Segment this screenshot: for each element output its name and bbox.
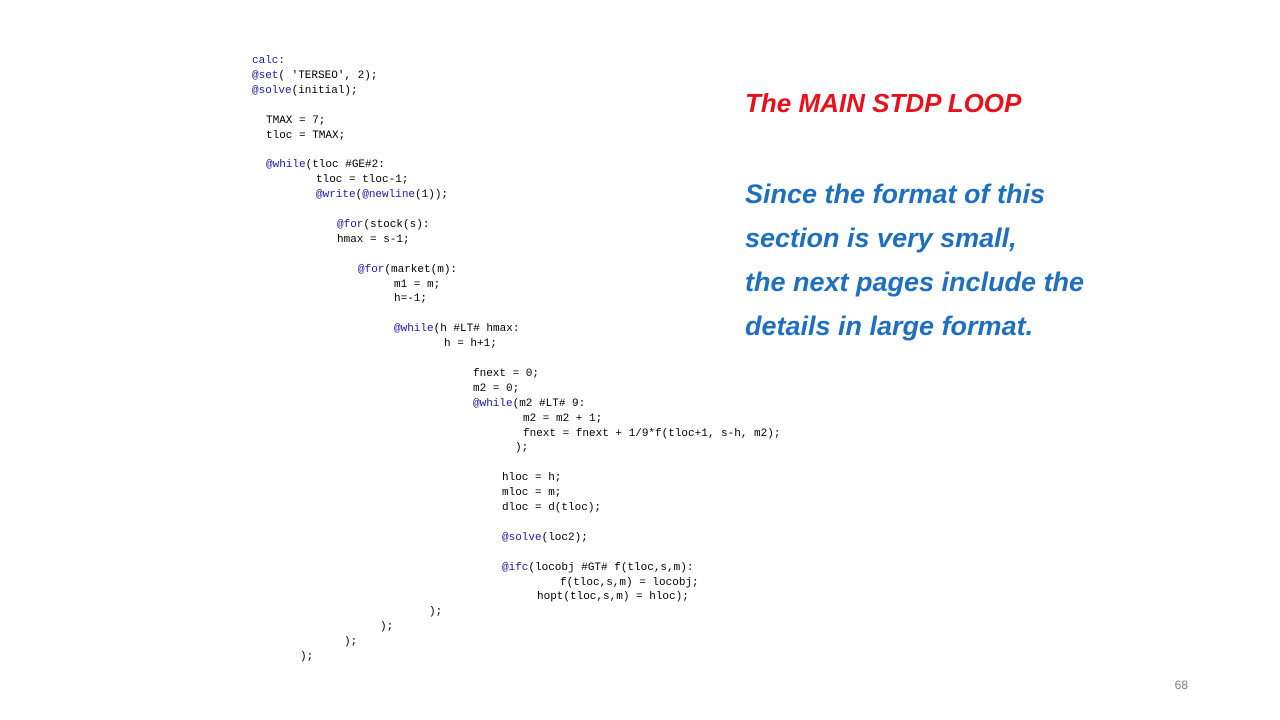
code-text: (stock(s): (363, 218, 430, 231)
explanation-line: the next pages include the (745, 267, 1085, 297)
code-text: hmax = s-1; (337, 233, 410, 246)
code-text: (initial); (291, 84, 358, 97)
code-line: ); (380, 621, 393, 633)
code-text: TMAX = 7; (266, 114, 326, 127)
section-title: The MAIN STDP LOOP (745, 88, 1022, 118)
code-line: hloc = h; (502, 472, 561, 484)
code-text: ( 'TERSEO', 2); (278, 69, 378, 82)
code-text: (h #LT# hmax: (433, 323, 520, 336)
code-text: tloc = tloc-1; (316, 174, 409, 187)
code-text: (tloc #GE#2: (305, 159, 385, 172)
explanation-line: details in large format. (745, 311, 1034, 341)
code-text: h = h+1; (444, 338, 497, 351)
code-text: (locobj #GT# f(tloc,s,m): (528, 561, 694, 574)
code-text: (1)); (415, 189, 449, 202)
code-text: f(tloc,s,m) = locobj; (560, 576, 699, 589)
code-line: @ifc(locobj #GT# f(tloc,s,m): (502, 562, 693, 574)
code-line: @while(m2 #LT# 9: (473, 398, 585, 410)
explanation-line: Since the format of this (745, 179, 1046, 209)
code-line: tloc = TMAX; (266, 130, 345, 142)
code-text: mloc = m; (502, 487, 562, 500)
explanation-panel: The MAIN STDP LOOP Since the format of t… (745, 83, 1265, 348)
code-text: m2 = 0; (473, 382, 520, 395)
code-keyword: calc: (252, 55, 286, 67)
code-keyword: @for (358, 263, 385, 276)
code-text: ); (300, 651, 314, 663)
code-text: hopt(tloc,s,m) = hloc); (537, 591, 689, 604)
code-line: fnext = fnext + 1/9*f(tloc+1, s-h, m2); (523, 428, 780, 440)
code-line: m2 = m2 + 1; (523, 413, 602, 425)
code-text: fnext = fnext + 1/9*f(tloc+1, s-h, m2); (523, 427, 781, 440)
code-text: hloc = h; (502, 472, 562, 485)
code-line: m2 = 0; (473, 383, 519, 395)
code-text: m2 = m2 + 1; (523, 412, 603, 425)
code-line: @while(h #LT# hmax: (394, 323, 519, 335)
code-text: tloc = TMAX; (266, 129, 346, 142)
code-text: ); (429, 606, 443, 619)
code-keyword: @for (337, 218, 364, 231)
code-keyword: @ifc (502, 561, 529, 574)
code-keyword: @newline (362, 189, 416, 202)
code-text: dloc = d(tloc); (502, 502, 602, 514)
code-text: ); (515, 442, 529, 455)
code-text: fnext = 0; (473, 367, 540, 380)
code-line: ); (515, 442, 528, 454)
code-line: m1 = m; (394, 279, 440, 291)
code-keyword: @set (252, 69, 279, 82)
code-keyword: @solve (502, 531, 542, 544)
code-line: tloc = tloc-1; (316, 174, 408, 186)
code-line: fnext = 0; (473, 368, 539, 380)
code-line: @write(@newline(1)); (316, 189, 448, 201)
explanation-text: Since the format of this section is very… (745, 172, 1265, 348)
code-text: ); (380, 621, 394, 634)
code-text: (market(m): (384, 263, 458, 276)
code-keyword: @while (266, 159, 306, 172)
code-line: @while(tloc #GE#2: (266, 159, 385, 171)
code-text: (m2 #LT# 9: (512, 397, 586, 410)
code-line: dloc = d(tloc); (502, 502, 601, 514)
code-keyword: @while (473, 397, 513, 410)
code-keyword: @solve (252, 84, 292, 97)
explanation-line: section is very small, (745, 223, 1017, 253)
code-line: hmax = s-1; (337, 234, 410, 246)
code-line: calc: (252, 55, 285, 67)
code-text: ( (355, 189, 363, 202)
code-line: hopt(tloc,s,m) = hloc); (537, 591, 689, 603)
code-line: f(tloc,s,m) = locobj; (560, 577, 699, 589)
code-line: @set( 'TERSEO', 2); (252, 70, 377, 82)
code-text: m1 = m; (394, 278, 441, 291)
code-line: @for(market(m): (358, 264, 457, 276)
code-line: @solve(loc2); (502, 532, 588, 544)
page-number: 68 (1174, 678, 1188, 692)
code-text: h=-1; (394, 293, 428, 306)
code-line: ); (300, 651, 313, 663)
code-line: ); (429, 606, 442, 618)
code-line: h=-1; (394, 293, 427, 305)
code-text: ); (344, 636, 358, 649)
code-keyword: @while (394, 323, 434, 336)
code-keyword: @write (316, 189, 356, 202)
code-line: ); (344, 636, 357, 648)
code-line: TMAX = 7; (266, 115, 325, 127)
code-text: (loc2); (541, 531, 588, 544)
code-line: @solve(initial); (252, 85, 358, 97)
code-line: h = h+1; (444, 338, 497, 350)
code-line: @for(stock(s): (337, 219, 429, 231)
code-line: mloc = m; (502, 487, 561, 499)
